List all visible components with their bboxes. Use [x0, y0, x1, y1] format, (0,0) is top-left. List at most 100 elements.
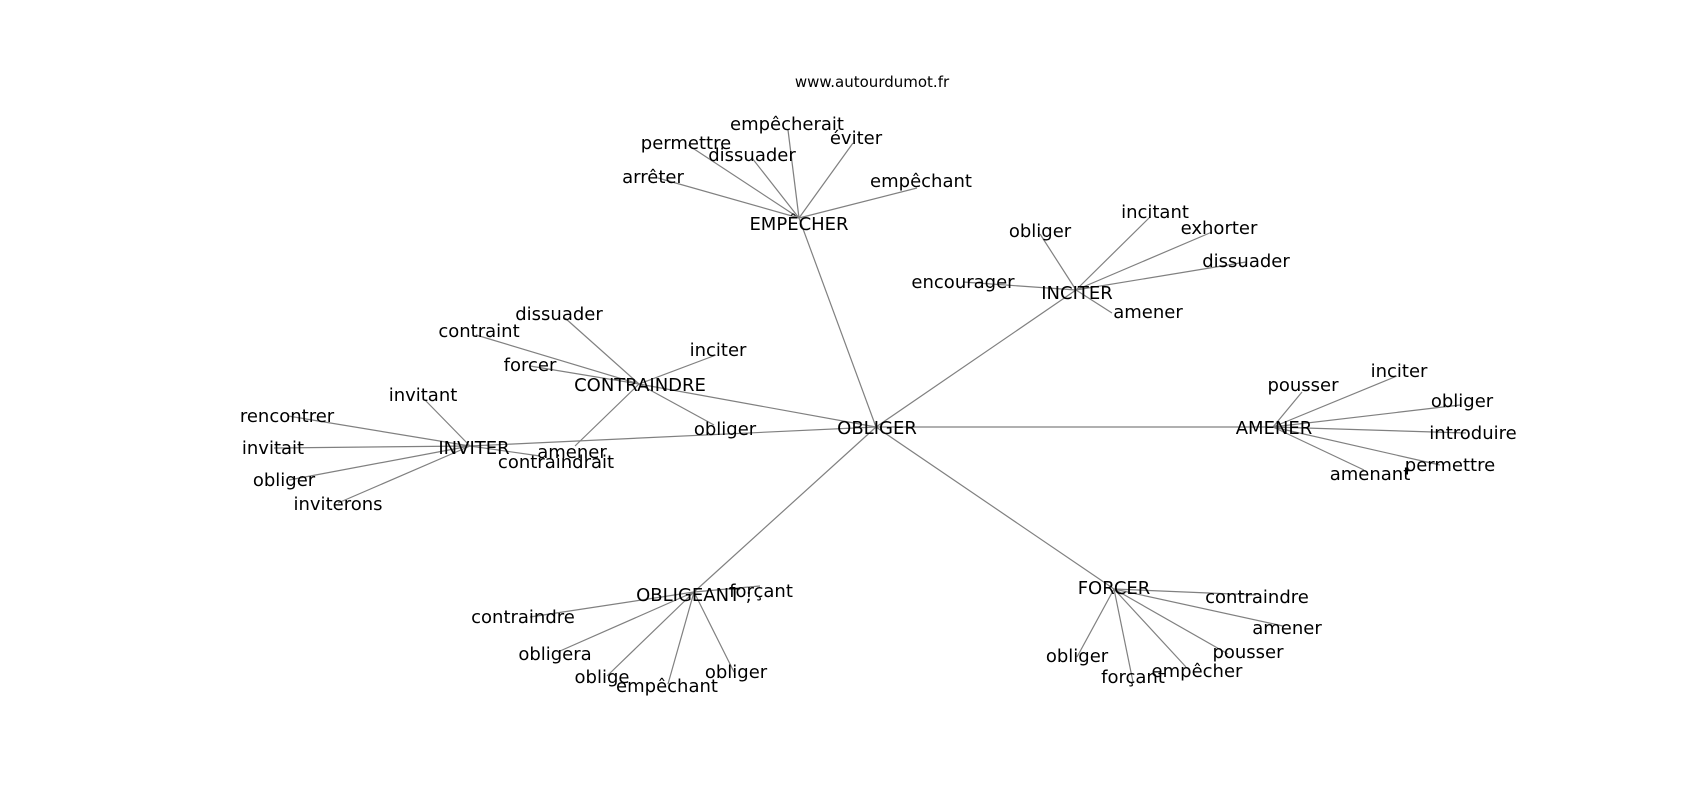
- node-center-obliger: OBLIGER: [837, 418, 917, 439]
- edge-inviter-to-obliger: [288, 445, 471, 481]
- node-obligeant-contraindre: contraindre: [471, 607, 575, 628]
- node-inciter-dissuader: dissuader: [1202, 251, 1290, 272]
- edge-obligeant-to-forcant: [693, 585, 761, 593]
- node-amener-pousser: pousser: [1267, 375, 1339, 396]
- source-watermark: www.autourdumot.fr: [795, 73, 950, 91]
- node-forcer-empecher: empêcher: [1152, 661, 1243, 682]
- node-inciter-incitant: incitant: [1121, 202, 1189, 223]
- node-forcer-pousser: pousser: [1212, 642, 1284, 663]
- node-inciter-obliger: obliger: [1009, 221, 1072, 242]
- node-empecher-eviter: éviter: [830, 128, 883, 149]
- edge-contraindre-to-forcer: [529, 365, 640, 385]
- node-amener-obliger: obliger: [1431, 391, 1494, 412]
- edge-contraindre-to-contraint: [475, 334, 640, 385]
- node-amener-permettre: permettre: [1405, 455, 1495, 476]
- edge-obliger-to-forcer: [875, 426, 1115, 590]
- node-empecher-empechant: empêchant: [870, 171, 972, 192]
- node-inciter-encourager: encourager: [911, 272, 1015, 293]
- edge-obliger-to-empecher: [798, 217, 877, 428]
- edge-amener-to-pousser: [1272, 391, 1303, 428]
- edge-forcer-to-empecher: [1113, 588, 1187, 668]
- edge-inviter-to-rencontrer: [287, 415, 471, 447]
- node-obligeant-empechant: empêchant: [616, 676, 718, 697]
- node-hub-amener: AMENER: [1236, 418, 1313, 439]
- edge-amener-to-amenant: [1272, 426, 1365, 471]
- labels-layer: OBLIGEREMPÊCHERarrêterpermettredissuader…: [240, 114, 1517, 697]
- edge-amener-to-introduire: [1272, 426, 1467, 434]
- edge-contraindre-to-amener: [574, 383, 640, 447]
- node-obligeant-obligera: obligera: [518, 644, 591, 665]
- edge-amener-to-inciter: [1272, 375, 1398, 428]
- edge-inciter-to-exhorter: [1075, 231, 1213, 291]
- edge-forcer-to-contraindre: [1113, 588, 1257, 596]
- node-hub-empecher: EMPÊCHER: [749, 213, 848, 235]
- node-contraindre-inciter: inciter: [690, 340, 747, 361]
- node-forcer-forcant: forçant: [1101, 667, 1165, 688]
- edge-obliger-to-contraindre: [638, 383, 877, 428]
- node-hub-inviter: INVITER: [438, 438, 509, 459]
- node-inviter-inviterons: inviterons: [294, 494, 383, 515]
- node-hub-contraindre: CONTRAINDRE: [574, 375, 706, 396]
- edge-forcer-to-obliger: [1076, 588, 1115, 658]
- node-inviter-invitait: invitait: [242, 438, 304, 459]
- edge-empecher-to-empecherait: [787, 129, 800, 219]
- edge-obliger-to-obligeant: [693, 426, 877, 593]
- node-contraindre-forcer: forcer: [504, 355, 557, 376]
- node-hub-obligeant: OBLIGEANT ;: [636, 585, 752, 606]
- node-forcer-obliger: obliger: [1046, 646, 1109, 667]
- node-obligeant-obliger: obliger: [705, 662, 768, 683]
- edge-inviter-to-inviterons: [337, 445, 471, 504]
- node-amener-introduire: introduire: [1429, 423, 1516, 444]
- node-inviter-obliger: obliger: [253, 470, 316, 491]
- node-contraindre-obliger: obliger: [694, 419, 757, 440]
- node-empecher-dissuader: dissuader: [708, 145, 796, 166]
- edge-inviter-to-invitait: [273, 445, 471, 449]
- node-inciter-amener: amener: [1113, 302, 1183, 323]
- node-inciter-exhorter: exhorter: [1181, 218, 1258, 239]
- edge-inviter-to-contraindrait: [469, 445, 541, 457]
- edge-inciter-to-amener: [1075, 289, 1113, 314]
- edge-obligeant-to-obliger: [693, 591, 735, 673]
- edge-obligeant-to-contraindre: [529, 591, 695, 618]
- edge-obliger-to-inviter: [469, 426, 877, 447]
- node-obligeant-forcant: forçant: [729, 581, 793, 602]
- node-hub-inciter: INCITER: [1041, 283, 1113, 304]
- edge-forcer-to-pousser: [1113, 588, 1229, 655]
- node-forcer-contraindre: contraindre: [1205, 587, 1309, 608]
- edge-forcer-to-amener: [1113, 588, 1284, 627]
- node-amener-inciter: inciter: [1371, 361, 1428, 382]
- node-contraindre-dissuader: dissuader: [515, 304, 603, 325]
- node-forcer-amener: amener: [1252, 618, 1322, 639]
- node-hub-forcer: FORCER: [1078, 578, 1151, 599]
- edge-inciter-to-incitant: [1075, 216, 1151, 291]
- edge-contraindre-to-inciter: [638, 354, 717, 385]
- node-inviter-contraindrait: contraindrait: [498, 452, 614, 473]
- node-inviter-rencontrer: rencontrer: [240, 406, 335, 427]
- edges-layer: [273, 129, 1467, 685]
- edge-empecher-to-eviter: [798, 142, 854, 219]
- edge-inciter-to-obliger: [1039, 233, 1077, 291]
- edge-amener-to-obliger: [1272, 404, 1461, 428]
- node-amener-amenant: amenant: [1330, 464, 1411, 485]
- edge-inciter-to-dissuader: [1075, 261, 1247, 291]
- node-inviter-invitant: invitant: [389, 385, 458, 406]
- node-contraindre-contraint: contraint: [438, 321, 519, 342]
- node-empecher-permettre: permettre: [641, 133, 731, 154]
- edge-obligeant-to-obligera: [559, 591, 695, 652]
- edge-inviter-to-invitant: [424, 399, 471, 447]
- node-contraindre-amener: amener: [537, 442, 607, 463]
- edge-obligeant-to-oblige: [606, 591, 695, 677]
- node-obligeant-oblige: oblige: [575, 667, 630, 688]
- edge-inciter-to-encourager: [962, 281, 1077, 291]
- edge-contraindre-to-obliger: [638, 383, 715, 426]
- edge-obliger-to-inciter: [875, 289, 1077, 428]
- edge-empecher-to-arreter: [657, 177, 800, 219]
- edge-empecher-to-permettre: [687, 144, 800, 219]
- edge-empecher-to-dissuader: [751, 157, 800, 219]
- edge-contraindre-to-dissuader: [564, 317, 640, 385]
- node-empecher-empecherait: empêcherait: [730, 114, 844, 135]
- edge-empecher-to-empechant: [798, 187, 918, 219]
- edge-obligeant-to-empechant: [667, 591, 695, 685]
